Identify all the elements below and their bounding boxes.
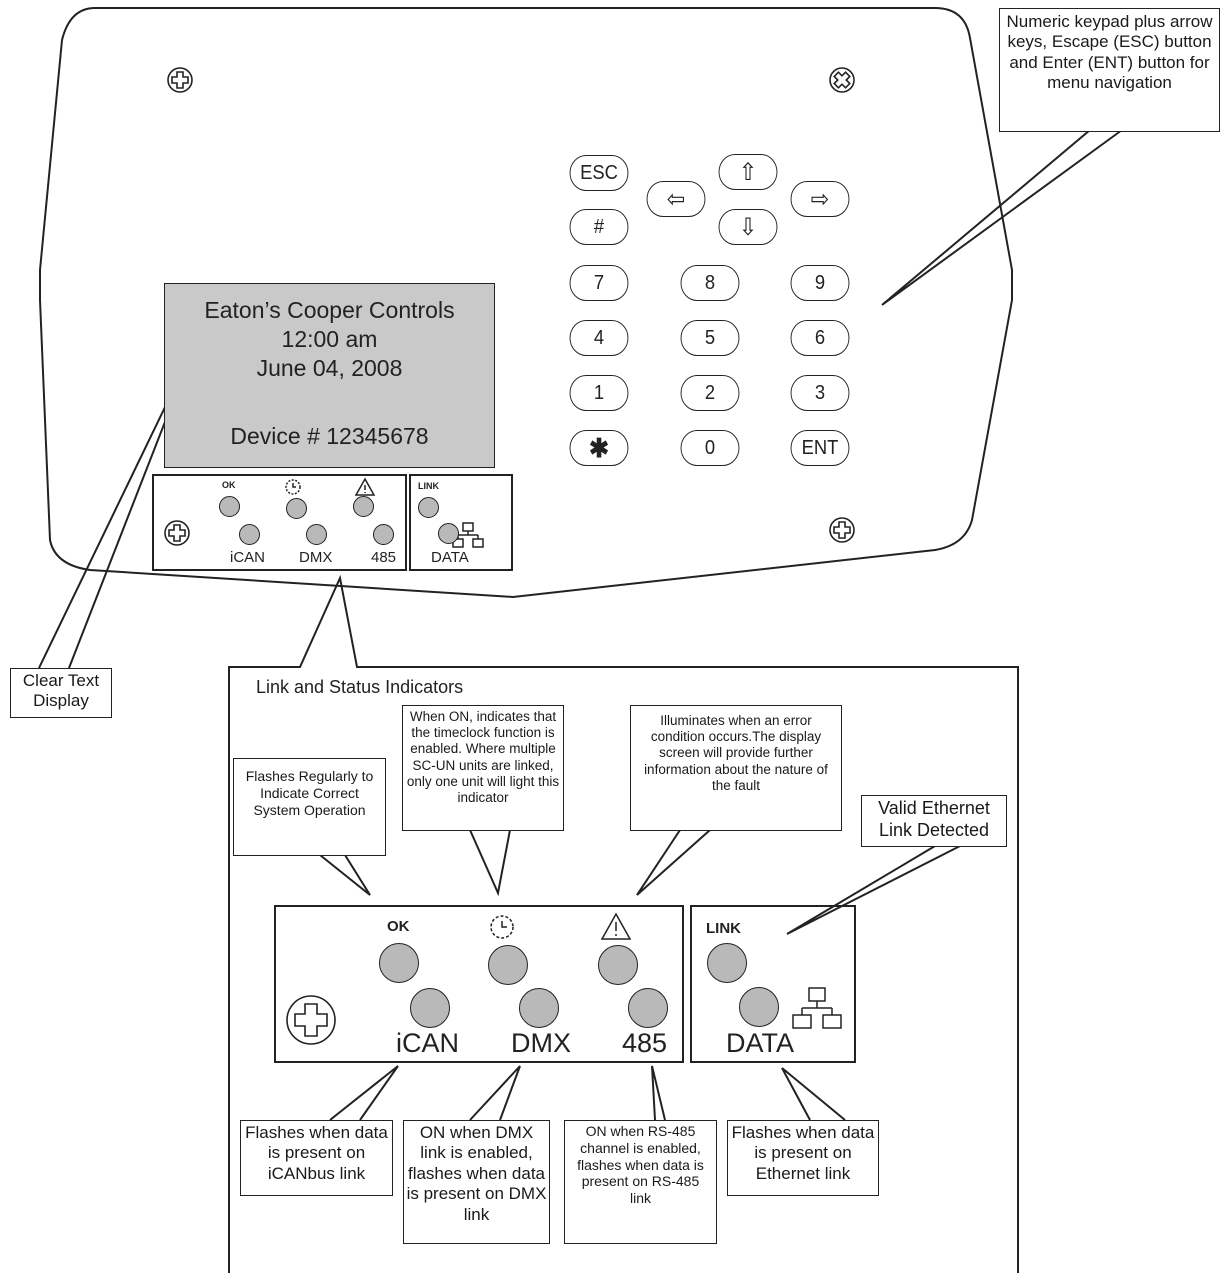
screw-bottom-right bbox=[829, 517, 855, 543]
rs485-led-small bbox=[373, 524, 394, 545]
ican-label-large: iCAN bbox=[396, 1028, 460, 1058]
ok-callout: Flashes Regularly to Indicate Correct Sy… bbox=[233, 758, 386, 856]
screw-small-strip bbox=[164, 520, 190, 546]
large-status-strip bbox=[274, 905, 684, 1063]
display-line-1: Eaton’s Cooper Controls bbox=[204, 297, 455, 323]
key-9[interactable]: 9 bbox=[790, 265, 850, 301]
rs485-label-small: 485 bbox=[371, 549, 397, 566]
ican-led-large bbox=[410, 988, 450, 1028]
star-key[interactable]: ✱ bbox=[569, 430, 629, 466]
large-link-strip bbox=[690, 905, 856, 1063]
data-label-small: DATA bbox=[431, 549, 469, 566]
dmx-led-large bbox=[519, 988, 559, 1028]
indicator-panel-title: Link and Status Indicators bbox=[256, 677, 464, 697]
key-2[interactable]: 2 bbox=[680, 375, 740, 411]
clear-text-display: Eaton’s Cooper Controls 12:00 am June 04… bbox=[164, 283, 495, 468]
link-label-small: LINK bbox=[418, 481, 439, 491]
ent-key[interactable]: ENT bbox=[790, 430, 850, 466]
link-callout-pointer bbox=[786, 845, 961, 935]
indicator-panel-frame bbox=[228, 574, 1019, 1273]
dmx-callout-pointer bbox=[469, 1065, 521, 1121]
rs485-label-large: 485 bbox=[622, 1028, 668, 1058]
ican-label-small: iCAN bbox=[230, 549, 266, 566]
small-link-strip bbox=[409, 474, 513, 571]
error-callout-pointer bbox=[636, 829, 711, 896]
small-status-strip bbox=[152, 474, 407, 571]
data-led-small bbox=[438, 523, 459, 544]
warning-icon-large bbox=[600, 912, 632, 940]
warning-icon-small bbox=[354, 477, 376, 496]
link-led-small bbox=[418, 497, 439, 518]
key-0[interactable]: 0 bbox=[680, 430, 740, 466]
timeclock-led-large bbox=[488, 945, 528, 985]
key-4[interactable]: 4 bbox=[569, 320, 629, 356]
ok-led-small bbox=[219, 496, 240, 517]
error-led-large bbox=[598, 945, 638, 985]
ican-led-small bbox=[239, 524, 260, 545]
timeclock-callout-pointer bbox=[469, 829, 511, 897]
right-arrow-key[interactable]: ⇨ bbox=[790, 181, 850, 217]
dmx-led-small bbox=[306, 524, 327, 545]
data-label-large: DATA bbox=[726, 1028, 795, 1058]
left-arrow-key[interactable]: ⇦ bbox=[646, 181, 706, 217]
key-7[interactable]: 7 bbox=[569, 265, 629, 301]
timeclock-led-small bbox=[286, 498, 307, 519]
key-1[interactable]: 1 bbox=[569, 375, 629, 411]
ok-callout-pointer bbox=[319, 854, 371, 896]
display-line-2: 12:00 am bbox=[281, 326, 378, 352]
up-arrow-key[interactable]: ⇧ bbox=[718, 154, 778, 190]
dmx-label-small: DMX bbox=[299, 549, 333, 566]
data-led-large bbox=[739, 987, 779, 1027]
ican-callout: Flashes when data is present on iCANbus … bbox=[240, 1120, 393, 1196]
keypad-callout: Numeric keypad plus arrow keys, Escape (… bbox=[999, 8, 1220, 132]
key-5[interactable]: 5 bbox=[680, 320, 740, 356]
keypad-callout-pointer bbox=[881, 129, 1123, 306]
data-callout: Flashes when data is present on Ethernet… bbox=[727, 1120, 879, 1196]
screw-top-right bbox=[829, 67, 855, 93]
dmx-callout: ON when DMX link is enabled, flashes whe… bbox=[403, 1120, 550, 1244]
network-icon-small bbox=[452, 522, 484, 548]
key-8[interactable]: 8 bbox=[680, 265, 740, 301]
screw-top-left bbox=[167, 67, 193, 93]
ican-callout-pointer bbox=[329, 1065, 399, 1121]
ok-led-large bbox=[379, 943, 419, 983]
data-callout-pointer bbox=[781, 1067, 846, 1121]
rs485-callout-pointer bbox=[651, 1065, 666, 1121]
ok-label-large: OK bbox=[387, 918, 410, 935]
timeclock-callout: When ON, indicates that the timeclock fu… bbox=[402, 705, 564, 831]
error-callout: Illuminates when an error condition occu… bbox=[630, 705, 842, 831]
error-led-small bbox=[353, 496, 374, 517]
key-3[interactable]: 3 bbox=[790, 375, 850, 411]
rs485-callout: ON when RS-485 channel is enabled, flash… bbox=[564, 1120, 717, 1244]
dmx-label-large: DMX bbox=[511, 1028, 571, 1058]
device-outline bbox=[39, 7, 1013, 599]
ok-label-small: OK bbox=[222, 480, 236, 490]
link-label-large: LINK bbox=[706, 920, 741, 937]
link-callout: Valid Ethernet Link Detected bbox=[861, 795, 1007, 847]
link-led-large bbox=[707, 943, 747, 983]
network-icon-large bbox=[792, 987, 842, 1029]
screw-large-strip bbox=[286, 995, 336, 1045]
clock-icon-large bbox=[490, 915, 514, 939]
display-line-4: Device # 12345678 bbox=[230, 423, 429, 449]
key-6[interactable]: 6 bbox=[790, 320, 850, 356]
clock-icon-small bbox=[285, 479, 301, 495]
down-arrow-key[interactable]: ⇩ bbox=[718, 209, 778, 245]
rs485-led-large bbox=[628, 988, 668, 1028]
hash-key[interactable]: # bbox=[569, 209, 629, 245]
esc-key[interactable]: ESC bbox=[569, 155, 629, 191]
display-callout: Clear Text Display bbox=[10, 668, 112, 718]
display-line-3: June 04, 2008 bbox=[256, 355, 403, 381]
